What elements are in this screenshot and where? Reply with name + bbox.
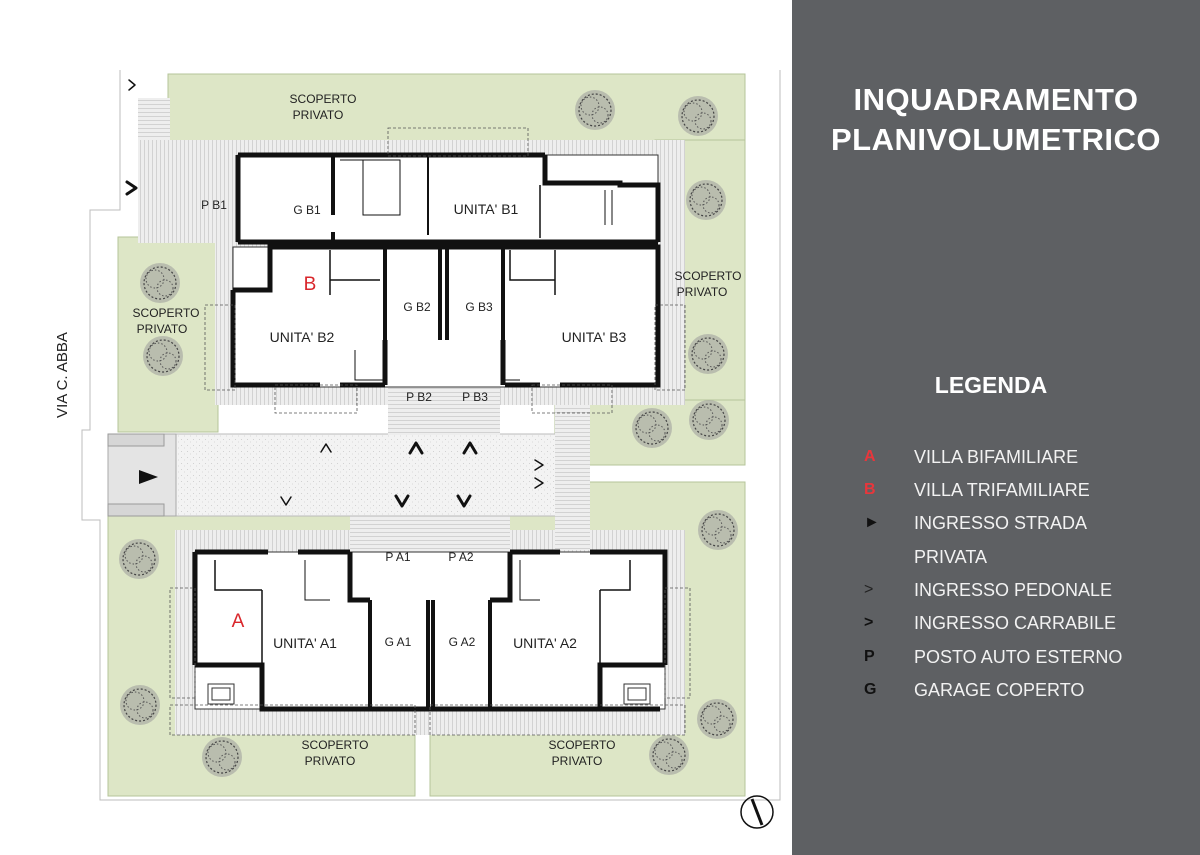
street-edge [81,70,781,801]
entrance-arrows [125,79,544,508]
legend-label: INGRESSO PEDONALE [914,580,1113,600]
parking-pb2-label: P B2 [406,390,432,404]
north-arrow [740,795,774,829]
scoperto-top-label-2: PRIVATO [293,108,344,122]
scoperto-left-label-1: SCOPERTO [133,306,200,320]
building-b23 [230,244,661,388]
legend-item: > INGRESSO CARRABILE [792,608,1200,638]
dashed-outlines [169,127,691,736]
legend-symbol: G [864,681,877,698]
parking-pb3-label: P B3 [462,390,488,404]
page-title-line-2: PLANIVOLUMETRICO [830,122,1162,157]
building-b1 [235,152,661,245]
unit-b2-label: UNITA' B2 [270,329,335,345]
unit-b1-label: UNITA' B1 [454,201,519,217]
villa-b-marker: B [304,274,317,295]
legend-symbol: A [864,448,876,465]
legend-item: > INGRESSO PEDONALE [792,575,1200,605]
garage-gb2-label: G B2 [403,300,431,314]
pedestrian-path-right [555,405,590,550]
garage-ga2-label: G A2 [449,635,476,649]
scoperto-right-label-2: PRIVATO [677,285,728,299]
legend-item: ► INGRESSO STRADA [792,508,1200,538]
villa-a-marker: A [232,611,245,632]
legend-label: VILLA TRIFAMILIARE [914,480,1090,500]
legend-label: GARAGE COPERTO [914,680,1085,700]
garage-ga1-label: G A1 [385,635,412,649]
scoperto-bottom-right-label-1: SCOPERTO [549,738,616,752]
legend-label: INGRESSO CARRABILE [914,613,1117,633]
pedestrian-arrow-2 [320,443,332,453]
legend-symbol: ► [864,514,880,531]
legend-label: VILLA BIFAMILIARE [914,447,1079,467]
unit-a2-label: UNITA' A2 [513,635,577,651]
parking-pa2-label: P A2 [448,550,473,564]
garage-gb3-label: G B3 [465,300,493,314]
legend-symbol: P [864,648,875,665]
patio-table-left [207,683,235,705]
legend-symbol: B [864,481,876,498]
legend-item: G GARAGE COPERTO [792,675,1200,705]
parking-pb1-label: P B1 [201,198,227,212]
carriage-arrow-2 [408,441,424,455]
legend-label: POSTO AUTO ESTERNO [914,647,1123,667]
legend-item: B VILLA TRIFAMILIARE [792,475,1200,505]
legend-label: INGRESSO STRADA [914,513,1088,533]
pedestrian-arrow-1 [128,79,136,91]
legend-item: PRIVATA [792,542,1200,572]
unit-b3-label: UNITA' B3 [562,329,627,345]
legend-item: A VILLA BIFAMILIARE [792,442,1200,472]
street-label: VIA C. ABBA [54,332,71,418]
scoperto-top-label-1: SCOPERTO [290,92,357,106]
scoperto-right-label-1: SCOPERTO [675,269,742,283]
scoperto-bottom-left-label-1: SCOPERTO [302,738,369,752]
pedestrian-arrow-3 [534,459,544,471]
unit-a1-label: UNITA' A1 [273,635,337,651]
legend-symbol: > [864,581,874,598]
garage-gb1-label: G B1 [293,203,321,217]
scoperto-bottom-right-label-2: PRIVATO [552,754,603,768]
info-panel: INQUADRAMENTO PLANIVOLUMETRICO LEGENDA A… [792,0,1200,855]
parking-pa1-label: P A1 [385,550,410,564]
carriage-arrow-4 [394,494,410,508]
scoperto-left-label-2: PRIVATO [137,322,188,336]
page-title-line-1: INQUADRAMENTO [853,82,1139,117]
legend-item: P POSTO AUTO ESTERNO [792,642,1200,672]
carriage-arrow-1 [125,180,138,196]
carriage-arrow-5 [456,494,472,508]
legend-symbol: > [864,614,874,631]
building-a [192,549,668,712]
road-entrance-arrow [139,470,158,484]
carriage-arrow-3 [462,441,478,455]
legend-label: PRIVATA [914,547,988,567]
private-road [107,433,557,517]
site-plan: SCOPERTO PRIVATO SCOPERTO PRIVATO SCOPER… [54,70,781,829]
scoperto-bottom-left-label-2: PRIVATO [305,754,356,768]
pedestrian-arrow-5 [280,496,292,506]
pedestrian-arrow-4 [534,477,544,489]
patio-table-right [623,683,651,705]
legend-title: LEGENDA [934,372,1048,398]
